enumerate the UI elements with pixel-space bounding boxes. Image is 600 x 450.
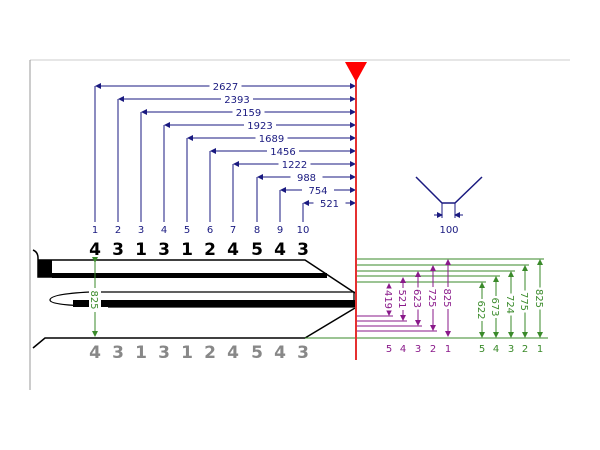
cut-index-label: 1 — [92, 225, 98, 236]
green-depth-index: 3 — [508, 344, 514, 355]
cut-depth-code: 4 — [274, 240, 286, 260]
green-depth-value: 622 — [475, 300, 486, 319]
cut-distance-label: 754 — [308, 186, 327, 197]
cut-distance-label: 521 — [320, 199, 339, 210]
key-blade — [32, 249, 356, 349]
green-depth-index: 2 — [522, 344, 528, 355]
purple-depth-value: 419 — [382, 290, 393, 309]
purple-depth-value: 825 — [441, 288, 452, 307]
purple-depth-index: 5 — [386, 344, 392, 355]
cut-index-label: 4 — [161, 225, 167, 236]
cut-index-label: 9 — [277, 225, 283, 236]
cut-depth-code-bottom: 1 — [181, 343, 193, 363]
cut-distance-label: 1456 — [270, 147, 295, 158]
cut-depth-code-bottom: 3 — [158, 343, 170, 363]
cut-index-label: 10 — [297, 225, 310, 236]
cut-depth-code: 4 — [89, 240, 101, 260]
cut-index-label: 6 — [207, 225, 213, 236]
purple-depth-value: 521 — [396, 289, 407, 308]
cut-distance-label: 988 — [297, 173, 316, 184]
cut-distance-label: 2627 — [213, 82, 238, 93]
cut-depth-code: 2 — [204, 240, 216, 260]
cut-depth-code: 5 — [251, 240, 263, 260]
cut-depth-code-bottom: 4 — [89, 343, 101, 363]
cut-depth-code: 1 — [135, 240, 147, 260]
cut-depth-code-bottom: 2 — [204, 343, 216, 363]
cut-distance-label: 2159 — [236, 108, 261, 119]
purple-depth-value: 623 — [411, 289, 422, 308]
cut-distance-label: 2393 — [224, 95, 249, 106]
green-depth-value: 775 — [518, 292, 529, 311]
purple-depth-index: 4 — [400, 344, 406, 355]
blade-height-label: 825 — [88, 290, 99, 309]
cut-depth-code-bottom: 4 — [274, 343, 286, 363]
green-depth-index: 4 — [493, 344, 499, 355]
cut-index-label: 5 — [184, 225, 190, 236]
cut-depth-code: 3 — [297, 240, 309, 260]
cut-depth-code: 1 — [181, 240, 193, 260]
green-depth-value: 673 — [489, 297, 500, 316]
cut-dimensions: 2627144239323321593111923433168951114566… — [89, 80, 356, 363]
purple-depth-value: 725 — [426, 288, 437, 307]
green-depth-value: 724 — [504, 295, 515, 314]
cut-index-label: 7 — [230, 225, 236, 236]
depth-tables: 622 5 673 4 724 3 775 2 825 1 419 5 521 4 623 3 725 2 825 1 — [357, 258, 546, 355]
cut-index-label: 3 — [138, 225, 144, 236]
purple-depth-index: 1 — [445, 344, 451, 355]
purple-depth-index: 2 — [430, 344, 436, 355]
cut-depth-code-bottom: 1 — [135, 343, 147, 363]
cutter-profile: 100 — [415, 176, 483, 236]
purple-depth-index: 3 — [415, 344, 421, 355]
cut-distance-label: 1923 — [247, 121, 272, 132]
green-depth-index: 5 — [479, 344, 485, 355]
cut-depth-code-bottom: 3 — [297, 343, 309, 363]
cut-depth-code-bottom: 5 — [251, 343, 263, 363]
cut-depth-code: 3 — [158, 240, 170, 260]
cut-index-label: 8 — [254, 225, 260, 236]
cut-depth-code-bottom: 4 — [227, 343, 239, 363]
cut-index-label: 2 — [115, 225, 121, 236]
cut-distance-label: 1222 — [282, 160, 307, 171]
cut-depth-code: 4 — [227, 240, 239, 260]
cut-depth-code: 3 — [112, 240, 124, 260]
green-depth-index: 1 — [537, 344, 543, 355]
stop-marker-icon — [345, 62, 367, 82]
green-depth-value: 825 — [533, 289, 544, 308]
cut-depth-code-bottom: 3 — [112, 343, 124, 363]
cut-distance-label: 1689 — [259, 134, 284, 145]
cutter-width-label: 100 — [439, 225, 458, 236]
